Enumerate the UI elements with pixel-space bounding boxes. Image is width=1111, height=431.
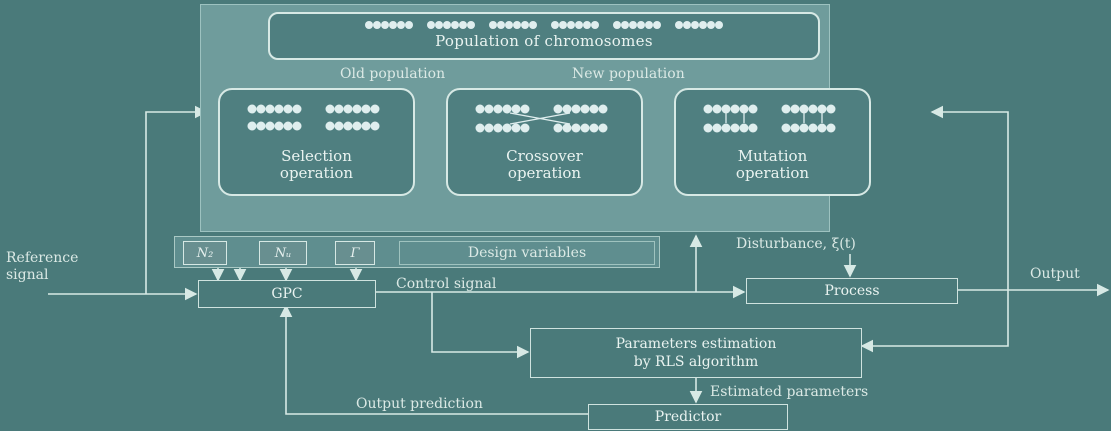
chromosome-icon <box>613 21 661 29</box>
chromosome-icon <box>675 21 723 29</box>
new-population-label: New population <box>572 66 685 82</box>
chromosome-icon <box>365 21 413 29</box>
chromosome-group <box>470 102 620 138</box>
control-signal-label: Control signal <box>396 276 497 292</box>
gpc-block: GPC <box>198 280 376 308</box>
chromosome-icon <box>247 104 379 131</box>
selection-operation-box: Selection operation <box>218 88 415 196</box>
crossover-label: Crossover operation <box>506 147 583 182</box>
old-population-label: Old population <box>340 66 446 82</box>
design-variables-label: Design variables <box>399 241 655 265</box>
population-box: Population of chromosomes <box>268 12 820 60</box>
selection-label: Selection operation <box>279 147 354 182</box>
chromosome-icon <box>427 21 475 29</box>
mutation-label: Mutation operation <box>735 147 810 182</box>
output-label: Output <box>1030 266 1080 282</box>
chromosome-group <box>242 102 392 138</box>
chromosome-row <box>363 20 725 30</box>
design-variable-gamma: Γ <box>335 241 375 265</box>
chromosome-icon <box>551 21 599 29</box>
rls-estimation-block: Parameters estimation by RLS algorithm <box>530 328 862 378</box>
crossover-operation-box: Crossover operation <box>446 88 643 196</box>
design-variable-nu: Nᵤ <box>259 241 307 265</box>
chromosome-group <box>698 102 848 138</box>
reference-signal-label: Reference signal <box>6 250 79 283</box>
population-label: Population of chromosomes <box>435 32 653 50</box>
disturbance-label: Disturbance, ξ(t) <box>736 236 856 252</box>
mutation-operation-box: Mutation operation <box>674 88 871 196</box>
process-block: Process <box>746 278 958 304</box>
crossover-icon <box>475 104 607 133</box>
predictor-block: Predictor <box>588 404 788 430</box>
chromosome-icon <box>489 21 537 29</box>
output-prediction-label: Output prediction <box>356 396 483 412</box>
design-variables-bar: N₂ Nᵤ Γ Design variables <box>174 236 660 268</box>
mutation-icon <box>703 104 835 133</box>
estimated-parameters-label: Estimated parameters <box>710 384 869 400</box>
design-variable-n2: N₂ <box>183 241 227 265</box>
